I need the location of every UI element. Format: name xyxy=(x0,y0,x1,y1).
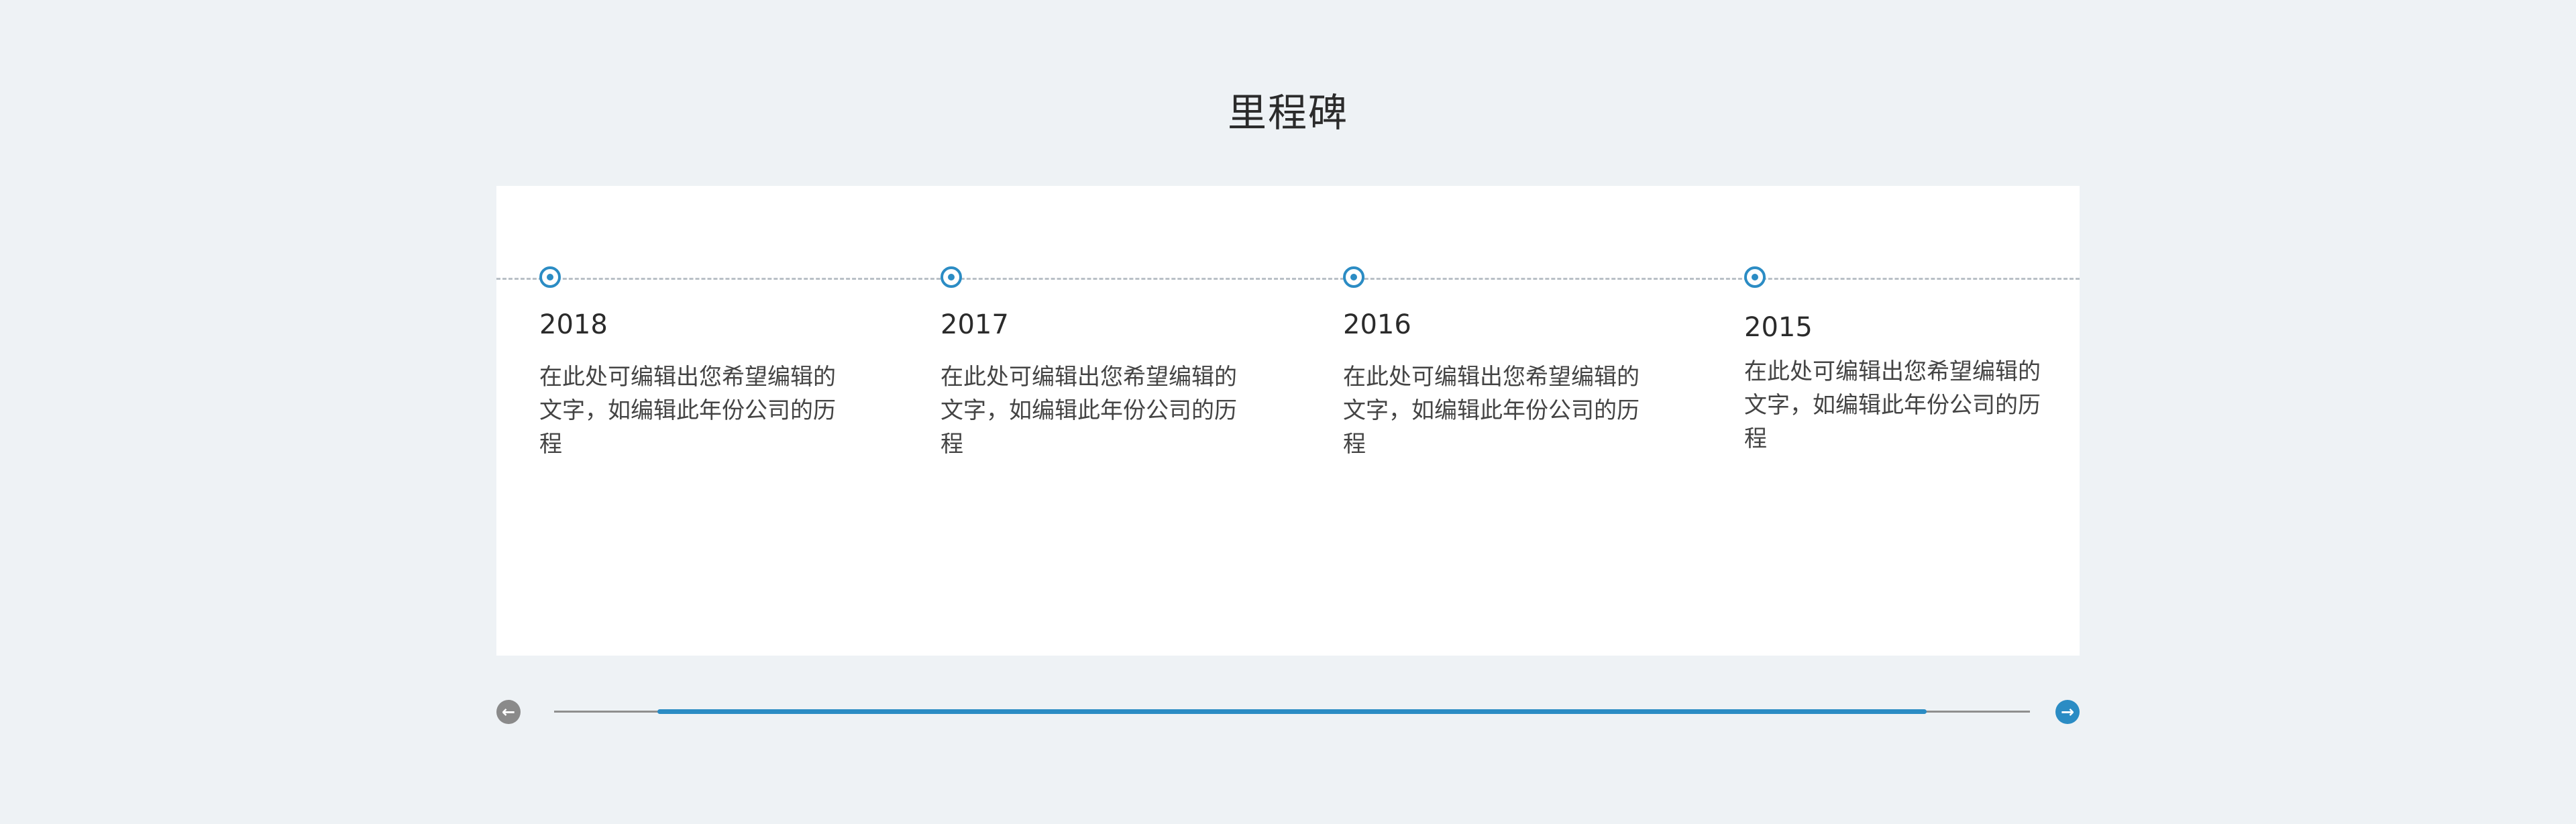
timeline-dot xyxy=(1744,266,1766,288)
timeline-axis xyxy=(496,278,2080,280)
timeline-year: 2017 xyxy=(941,309,1009,340)
timeline-dot xyxy=(539,266,561,288)
page-title: 里程碑 xyxy=(1227,90,1348,136)
prev-arrow-icon[interactable]: ← xyxy=(496,700,521,724)
timeline-year: 2015 xyxy=(1744,312,1813,343)
timeline-description: 在此处可编辑出您希望编辑的文字，如编辑此年份公司的历程 xyxy=(539,364,836,458)
timeline-dot xyxy=(1343,266,1364,288)
scrollbar-thumb[interactable] xyxy=(657,709,1927,714)
timeline-panel: 2018 在此处可编辑出您希望编辑的文字，如编辑此年份公司的历程 2017 在此… xyxy=(496,186,2080,656)
timeline-description: 在此处可编辑出您希望编辑的文字，如编辑此年份公司的历程 xyxy=(1343,364,1640,458)
timeline-description: 在此处可编辑出您希望编辑的文字，如编辑此年份公司的历程 xyxy=(1744,358,2041,452)
timeline-dot xyxy=(941,266,962,288)
timeline-description: 在此处可编辑出您希望编辑的文字，如编辑此年份公司的历程 xyxy=(941,364,1237,458)
next-arrow-icon[interactable]: → xyxy=(2055,700,2080,724)
timeline-year: 2016 xyxy=(1343,309,1411,340)
timeline-scrollbar[interactable] xyxy=(554,709,2030,714)
timeline-year: 2018 xyxy=(539,309,608,340)
